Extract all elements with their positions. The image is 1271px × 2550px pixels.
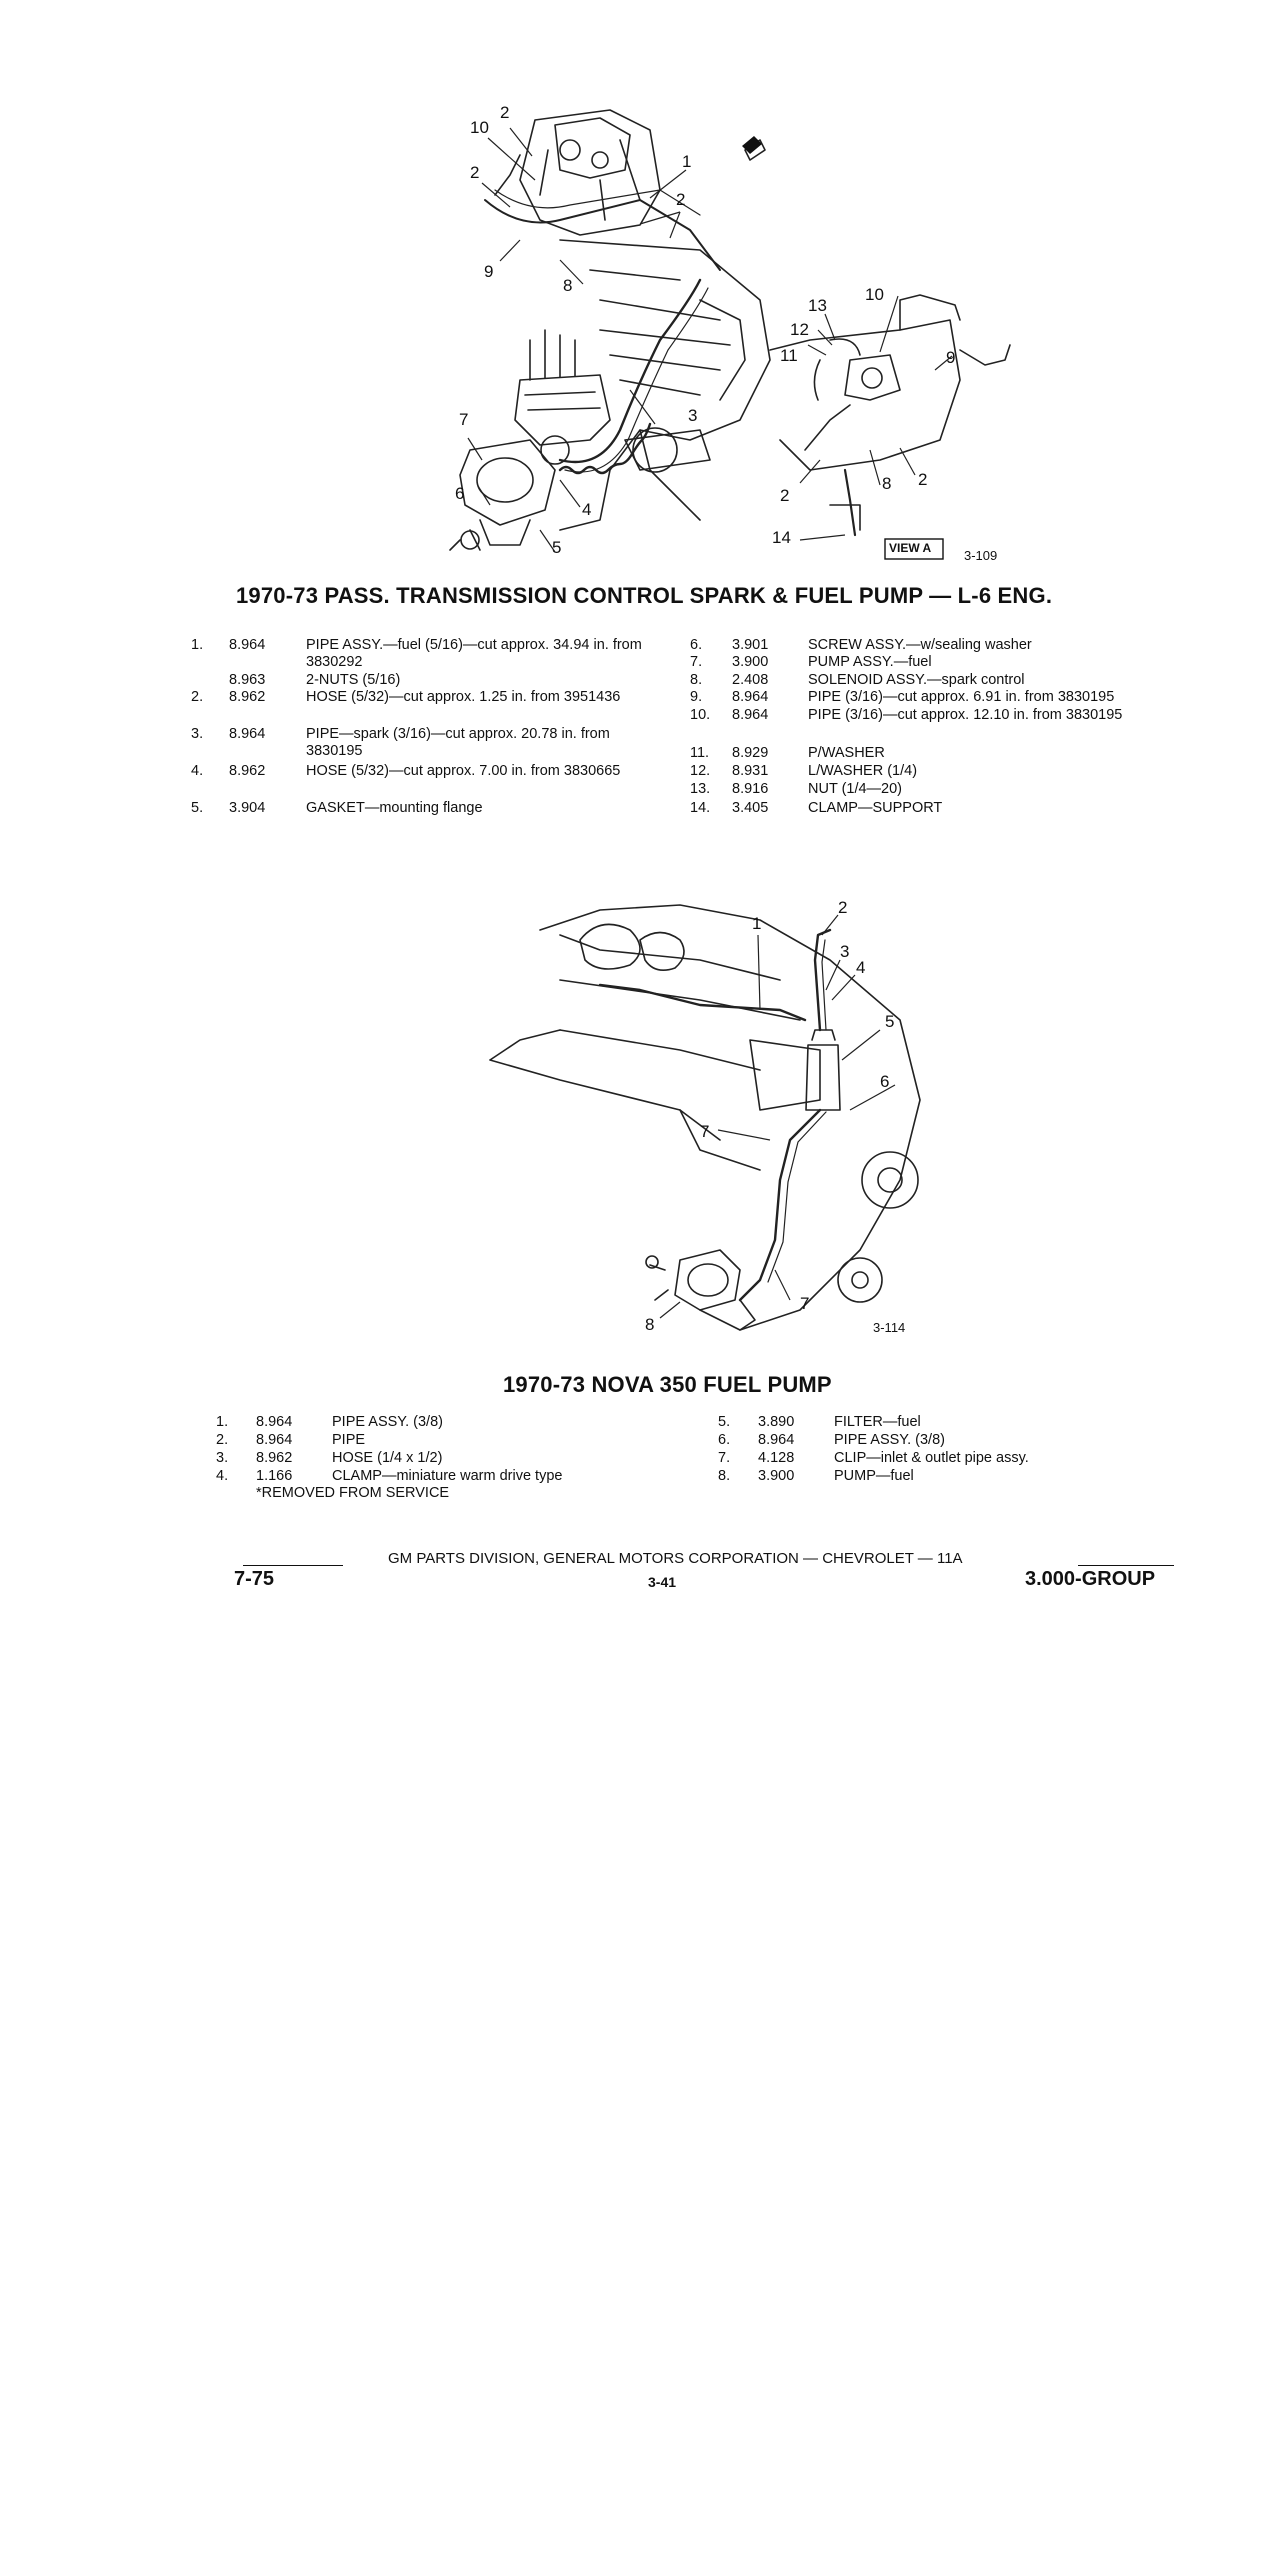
callout-8: 8: [563, 276, 573, 295]
distributor-shape: [514, 374, 611, 446]
fuel-pump-shape: [459, 439, 556, 526]
footer-line: GM PARTS DIVISION, GENERAL MOTORS CORPOR…: [388, 1550, 963, 1567]
callout-3: 3: [840, 942, 850, 961]
list-item: 1. 8.964 PIPE ASSY. (3/8): [216, 1414, 443, 1430]
list-item: 13. 8.916 NUT (1/4—20): [690, 781, 903, 797]
list-item: 7. 3.900 PUMP ASSY.—fuel: [690, 654, 932, 670]
callout-3: 3: [688, 406, 698, 425]
footer-group: 3.000-GROUP: [1025, 1568, 1156, 1590]
list-item: 9. 8.964 PIPE (3/16)—cut approx. 6.91 in…: [690, 689, 1115, 705]
callout-10: 10: [470, 118, 489, 137]
inset-view-outline: [769, 319, 961, 471]
callout-10: 10: [865, 285, 884, 304]
list-item: 12. 8.931 L/WASHER (1/4): [690, 763, 918, 779]
figure-number: 3-109: [964, 548, 998, 563]
list-item: 4. 8.962 HOSE (5/32)—cut approx. 7.00 in…: [191, 763, 621, 779]
footer-rule-right: [1078, 1565, 1174, 1566]
callout-2: 2: [500, 103, 510, 122]
list-item: 10. 8.964 PIPE (3/16)—cut approx. 12.10 …: [690, 707, 1123, 723]
nova-fuel-pump-shape: [674, 1249, 741, 1311]
fuel-pipe-line: [558, 278, 702, 464]
list-item: 2. 8.964 PIPE: [216, 1432, 366, 1448]
nova-engine-block-shape: [539, 904, 921, 1331]
callout-1: 1: [752, 914, 762, 933]
figure-number: 3-114: [873, 1320, 906, 1335]
callout-12: 12: [790, 320, 809, 339]
callout-2: 2: [676, 190, 686, 209]
pulley-shape: [861, 1151, 919, 1209]
list-item: 5. 3.890 FILTER—fuel: [718, 1414, 921, 1430]
list-item: 5. 3.904 GASKET—mounting flange: [191, 800, 483, 816]
callout-5: 5: [552, 538, 562, 557]
list-item: 7. 4.128 CLIP—inlet & outlet pipe assy.: [718, 1450, 1029, 1466]
callout-9: 9: [484, 262, 494, 281]
callout-4: 4: [582, 500, 592, 519]
list-item: 6. 8.964 PIPE ASSY. (3/8): [718, 1432, 945, 1448]
callout-1: 1: [682, 152, 692, 171]
callout-7: 7: [700, 1122, 710, 1141]
list-item: 4. 1.166 CLAMP—miniature warm drive type: [216, 1468, 563, 1484]
list-item: 11. 8.929 P/WASHER: [690, 745, 885, 761]
callout-8: 8: [882, 474, 892, 493]
callout-8: 8: [645, 1315, 655, 1334]
view-a-box: [884, 538, 944, 560]
view-a-label: VIEW A: [889, 541, 932, 555]
list-item: 8. 3.900 PUMP—fuel: [718, 1468, 914, 1484]
diagram-1-title: 1970-73 PASS. TRANSMISSION CONTROL SPARK…: [236, 583, 1053, 608]
callout-7: 7: [459, 410, 469, 429]
hose-coil: [558, 422, 652, 475]
spark-pipe-line: [484, 199, 721, 271]
callout-7: 7: [800, 1294, 810, 1313]
list-item: 8.963 2-NUTS (5/16): [229, 672, 401, 688]
callout-2: 2: [838, 898, 848, 917]
callout-4: 4: [856, 958, 866, 977]
callout-11: 11: [780, 346, 798, 365]
list-item: 6. 3.901 SCREW ASSY.—w/sealing washer: [690, 637, 1032, 653]
removed-from-service-note: *REMOVED FROM SERVICE: [256, 1485, 450, 1501]
list-item: 1. 8.964 PIPE ASSY.—fuel (5/16)—cut appr…: [191, 637, 642, 670]
callout-14: 14: [772, 528, 791, 547]
nova-pipe-line: [598, 983, 807, 1022]
fuel-filter-shape: [805, 1044, 841, 1111]
callout-9: 9: [946, 348, 956, 367]
callout-6: 6: [455, 484, 465, 503]
callout-6: 6: [880, 1072, 890, 1091]
list-item: 2. 8.962 HOSE (5/32)—cut approx. 1.25 in…: [191, 689, 621, 705]
callout-13: 13: [808, 296, 827, 315]
diagram-2-title: 1970-73 NOVA 350 FUEL PUMP: [503, 1372, 832, 1397]
list-item: 3. 8.964 PIPE—spark (3/16)—cut approx. 2…: [191, 726, 610, 759]
list-item: 8. 2.408 SOLENOID ASSY.—spark control: [690, 672, 1025, 688]
engine-block-shape: [559, 239, 771, 531]
callout-2: 2: [470, 163, 480, 182]
callout-2: 2: [780, 486, 790, 505]
callout-5: 5: [885, 1012, 895, 1031]
callout-2: 2: [918, 470, 928, 489]
footer-date: 7-75: [234, 1568, 275, 1590]
footer-rule-left: [243, 1565, 343, 1566]
list-item: 14. 3.405 CLAMP—SUPPORT: [690, 800, 943, 816]
list-item: 3. 8.962 HOSE (1/4 x 1/2): [216, 1450, 443, 1466]
footer-page: 3-41: [648, 1574, 677, 1590]
carburetor-shape: [519, 109, 661, 236]
